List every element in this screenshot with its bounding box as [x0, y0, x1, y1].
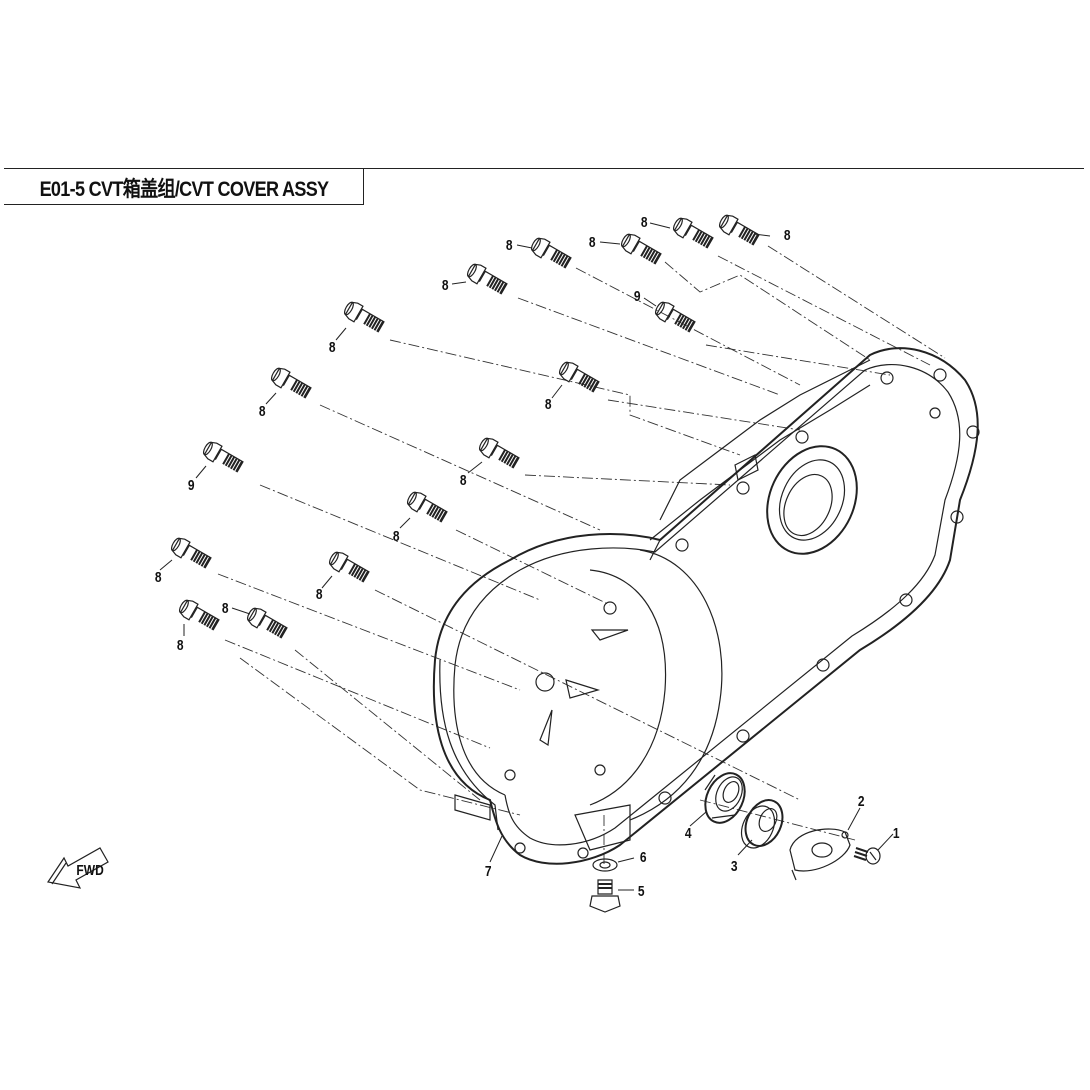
callout-8: 8 [222, 600, 229, 617]
callout-8: 8 [155, 569, 162, 586]
cvt-cover-housing [432, 347, 980, 865]
callout-3: 3 [731, 858, 738, 875]
diagram-title: E01-5 CVT箱盖组/CVT COVER ASSY [39, 178, 330, 201]
callout-8: 8 [784, 227, 791, 244]
callout-8: 8 [545, 396, 552, 413]
callout-5: 5 [638, 883, 645, 900]
callout-7: 7 [485, 863, 492, 880]
callout-8: 8 [589, 234, 596, 251]
callout-8: 8 [506, 237, 513, 254]
fwd-arrow-icon: FWD [46, 847, 109, 889]
title-rule [4, 168, 1084, 169]
callout-8: 8 [442, 277, 449, 294]
bolts-group [167, 211, 762, 642]
drain-bolt-part [589, 858, 621, 913]
callout-8: 8 [641, 214, 648, 231]
callout-8: 8 [316, 586, 323, 603]
alignment-lines [217, 245, 946, 865]
callout-1: 1 [893, 825, 900, 842]
screw-part [853, 847, 881, 865]
oil-seal-part [740, 799, 784, 849]
callout-8: 8 [393, 528, 400, 545]
callout-8: 8 [329, 339, 336, 356]
retaining-plate-part [789, 828, 851, 881]
callout-numbers: 8 8 8 8 8 9 8 8 8 8 9 8 8 8 8 8 7 4 3 2 … [155, 214, 900, 900]
callout-leaders [159, 222, 894, 891]
callout-8: 8 [259, 403, 266, 420]
callout-6: 6 [640, 849, 647, 866]
callout-2: 2 [858, 793, 865, 810]
callout-9: 9 [634, 288, 641, 305]
title-box: E01-5 CVT箱盖组/CVT COVER ASSY [4, 168, 364, 205]
callout-4: 4 [685, 825, 692, 842]
callout-8: 8 [177, 637, 184, 654]
fwd-label: FWD [76, 862, 103, 879]
callout-9: 9 [188, 477, 195, 494]
callout-8: 8 [460, 472, 467, 489]
bearing-part [704, 772, 746, 824]
